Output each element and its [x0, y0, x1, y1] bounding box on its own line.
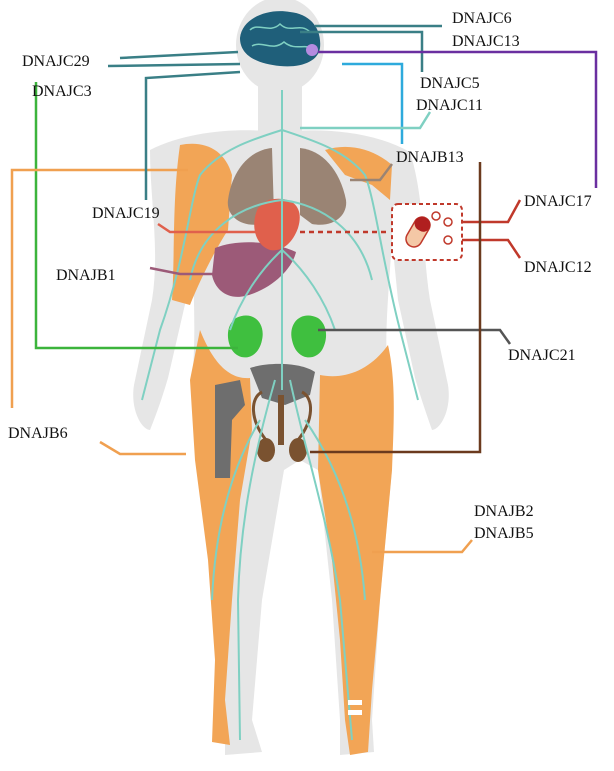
label-dnajc19: DNAJC19	[92, 205, 160, 222]
leader-dnajc12	[462, 240, 520, 258]
label-dnajb1: DNAJB1	[56, 267, 116, 284]
label-dnajb13: DNAJB13	[396, 149, 464, 166]
leader-dnajc3	[108, 64, 240, 66]
label-dnajc29: DNAJC29	[22, 53, 90, 70]
brain	[240, 11, 320, 66]
cell-inset	[392, 204, 462, 260]
label-dnajc3: DNAJC3	[32, 83, 92, 100]
leader-dnajc11	[342, 64, 402, 144]
label-dnajb2: DNAJB2	[474, 503, 534, 520]
leader-dnajc29	[120, 52, 238, 58]
label-dnajb6: DNAJB6	[8, 425, 68, 442]
label-dnajc21: DNAJC21	[508, 347, 576, 364]
label-dnajc17: DNAJC17	[524, 193, 592, 210]
leader-dnajc5	[300, 112, 430, 128]
label-dnajb5: DNAJB5	[474, 525, 534, 542]
label-dnajc13: DNAJC13	[452, 33, 520, 50]
label-dnajc6: DNAJC6	[452, 10, 512, 27]
label-dnajc12: DNAJC12	[524, 259, 592, 276]
leader-dnajb2	[372, 540, 472, 552]
label-dnajc5: DNAJC5	[420, 75, 480, 92]
label-dnajc11: DNAJC11	[416, 97, 483, 114]
leader-dnajc17-inset	[462, 200, 520, 222]
